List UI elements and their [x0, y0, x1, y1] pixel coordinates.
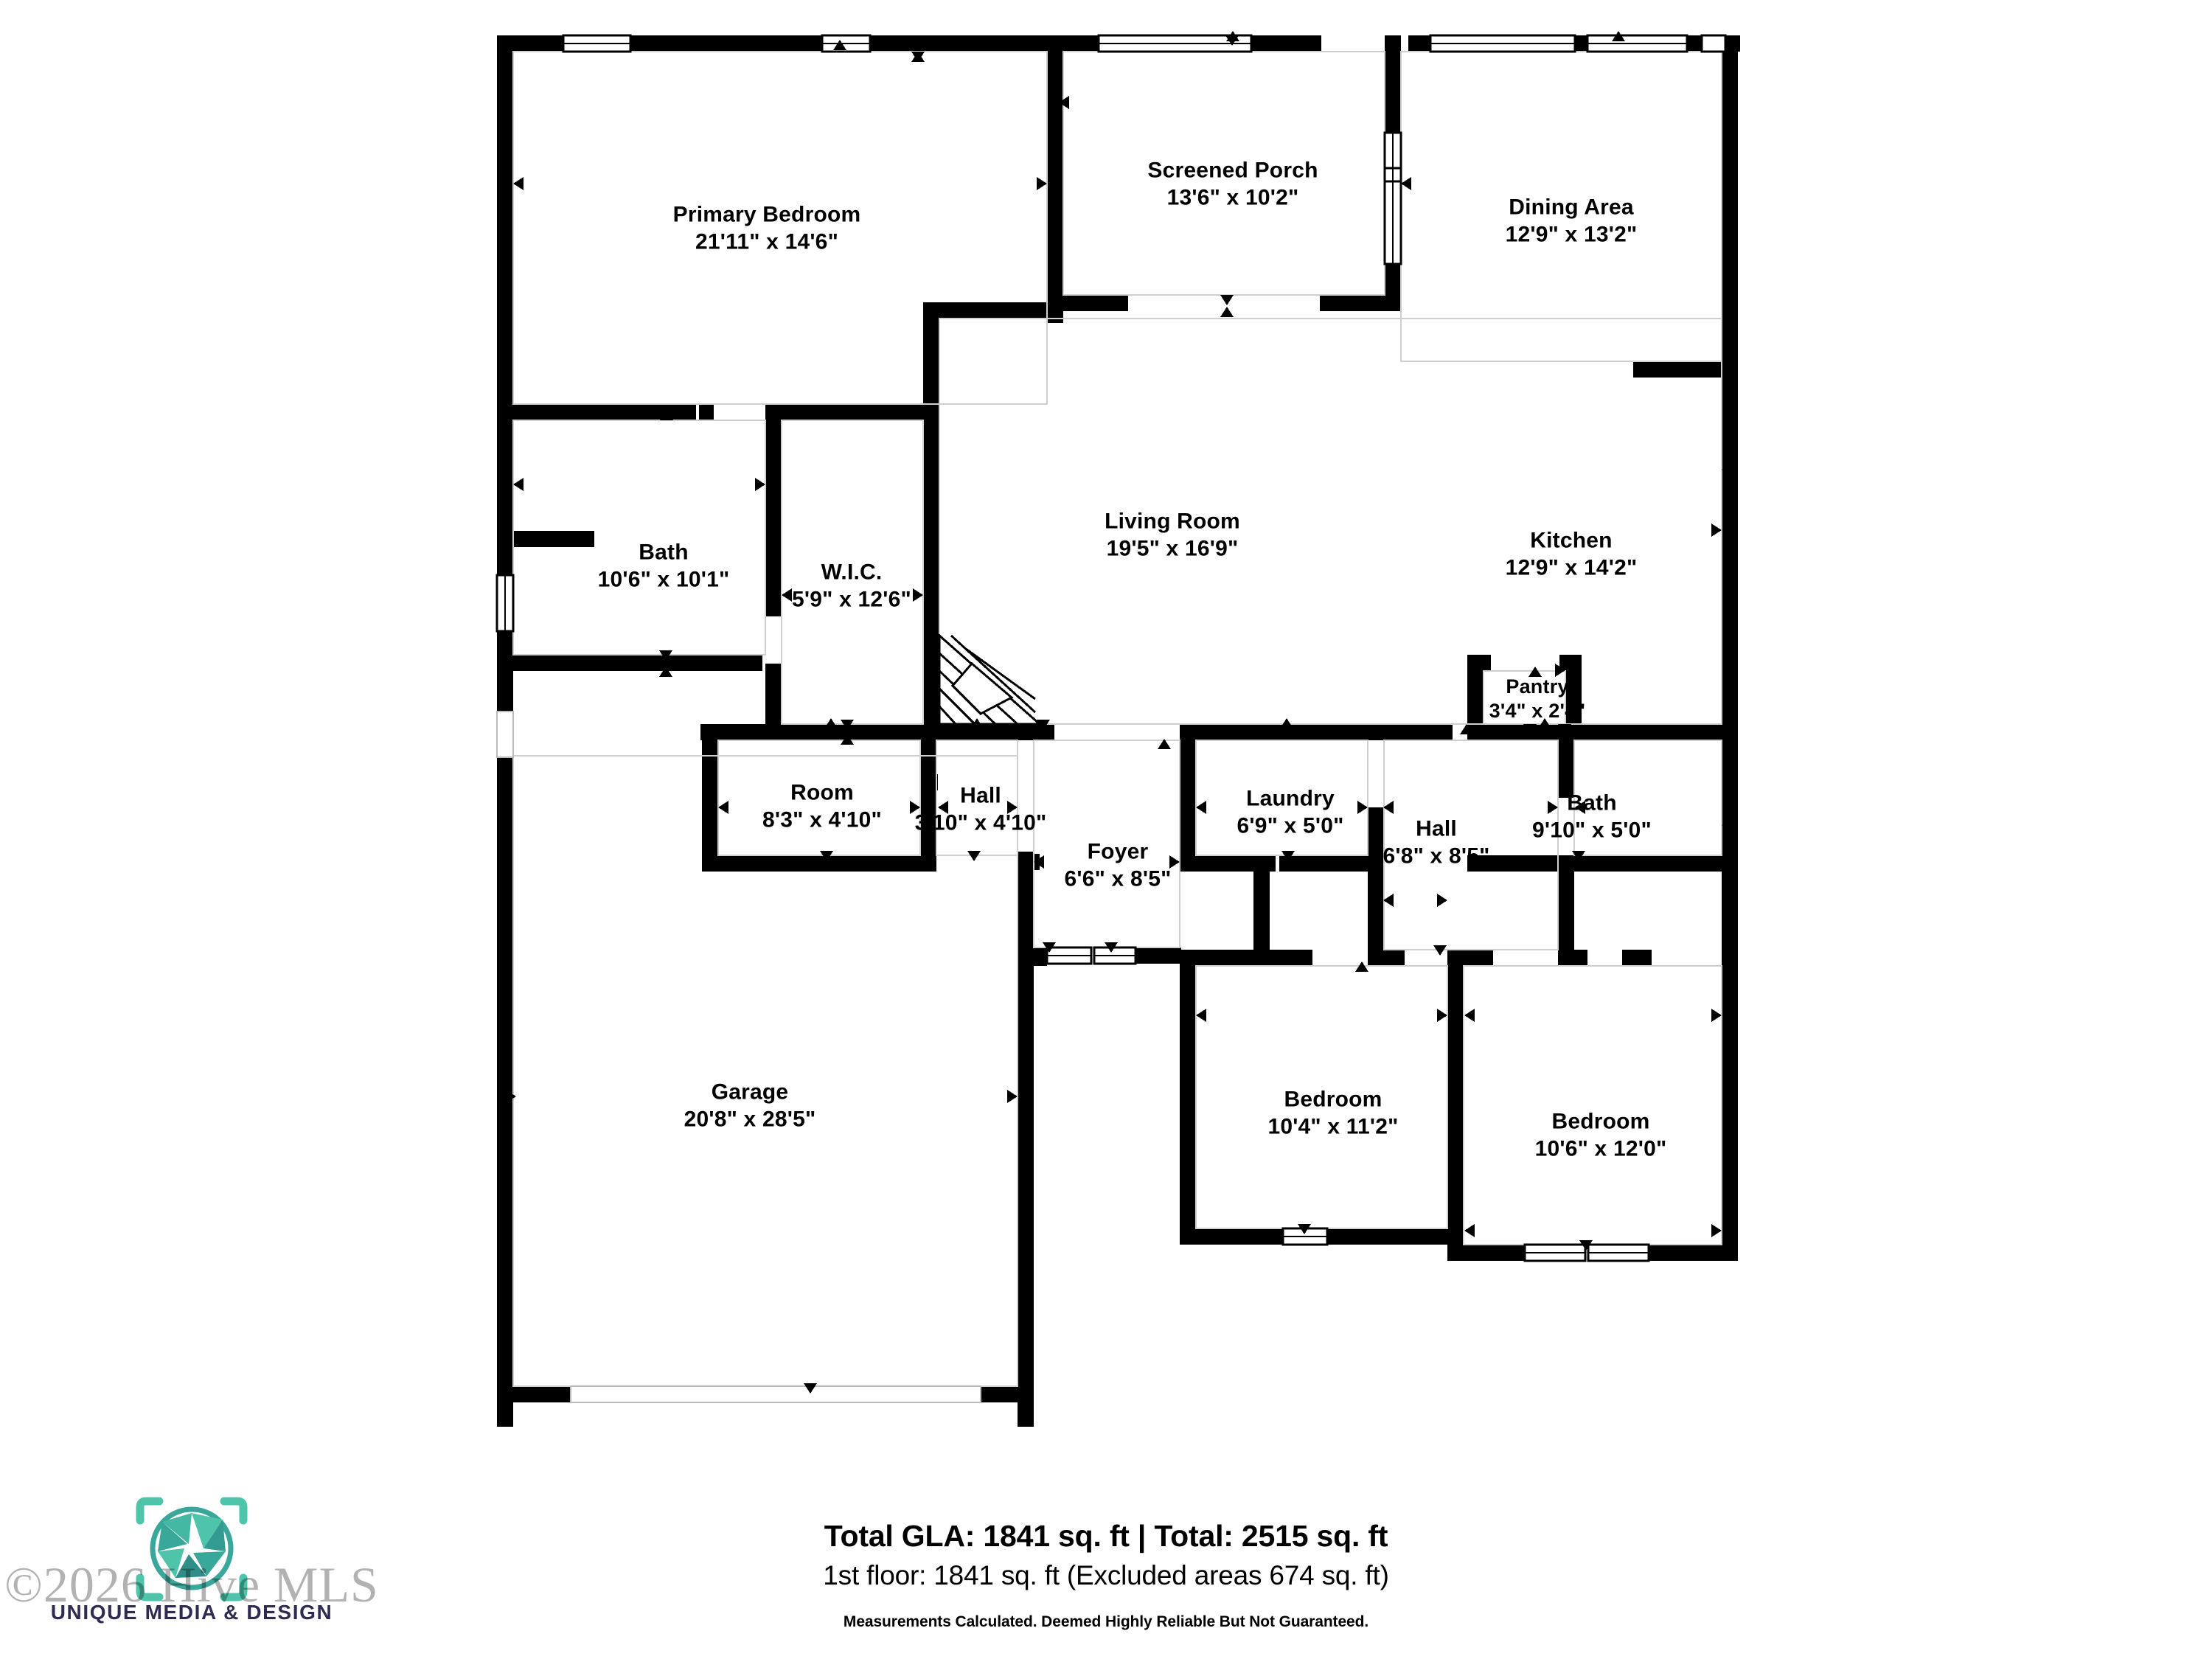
room-name: Garage	[711, 1079, 789, 1105]
room-name: Bath	[1567, 790, 1617, 815]
room-name: Kitchen	[1530, 528, 1613, 553]
total-area-line: Total GLA: 1841 sq. ft | Total: 2515 sq.…	[824, 1519, 1388, 1553]
disclaimer-line: Measurements Calculated. Deemed Highly R…	[843, 1613, 1369, 1630]
room-dimensions: 3'4" x 2'4"	[1489, 700, 1586, 722]
room-dimensions: 6'6" x 8'5"	[1064, 866, 1172, 891]
room-dimensions: 13'6" x 10'2"	[1166, 185, 1299, 209]
room-dimensions: 20'8" x 28'5"	[684, 1107, 816, 1131]
windows-group	[495, 34, 1727, 1403]
room-name: Primary Bedroom	[672, 202, 861, 227]
room-dimensions: 19'5" x 16'9"	[1106, 536, 1239, 560]
room-dimensions: 12'9" x 14'2"	[1505, 555, 1638, 580]
room-dimensions: 9'10" x 5'0"	[1532, 818, 1652, 842]
brand-logo: UNIQUE MEDIA & DESIGN	[29, 1495, 354, 1643]
room-dimensions: 6'8" x 8'5"	[1382, 844, 1490, 868]
room-dimensions: 21'11" x 14'6"	[695, 229, 838, 254]
room-name: Room	[790, 780, 854, 805]
room-name: Living Room	[1105, 509, 1240, 534]
room-dimensions: 5'9" x 12'6"	[792, 587, 911, 611]
room-name: Hall	[960, 783, 1001, 808]
room-name: Bedroom	[1284, 1087, 1382, 1112]
footer-block: Total GLA: 1841 sq. ft | Total: 2515 sq.…	[0, 1519, 2212, 1631]
room-dimensions: 6'9" x 5'0"	[1237, 813, 1344, 838]
room-label-bath-hall: Bath 9'10" x 5'0"	[1532, 790, 1652, 844]
floor-breakdown-line: 1st floor: 1841 sq. ft (Excluded areas 6…	[823, 1560, 1389, 1590]
room-name: Dining Area	[1509, 195, 1634, 220]
brand-name: UNIQUE MEDIA & DESIGN	[50, 1601, 333, 1624]
room-label-hall-rear: Hall 6'8" x 8'5"	[1382, 815, 1489, 869]
room-name: Pantry	[1506, 675, 1569, 698]
mls-watermark: ©2026 Hive MLS	[4, 1557, 379, 1613]
room-name: Laundry	[1246, 786, 1335, 811]
room-name: Screened Porch	[1147, 158, 1318, 183]
room-dimensions: 10'4" x 11'2"	[1267, 1114, 1399, 1138]
room-label-wic: W.I.C.5'9" x 12'6"	[792, 559, 911, 613]
room-dimensions: 3'10" x 4'10"	[914, 810, 1047, 835]
room-name: Hall	[1416, 816, 1457, 841]
room-dimensions: 10'6" x 10'1"	[597, 567, 730, 591]
door-markers	[506, 31, 1732, 1394]
room-name: W.I.C.	[821, 560, 883, 585]
room-dimensions: 12'9" x 13'2"	[1505, 222, 1638, 246]
aperture-icon	[136, 1497, 248, 1601]
room-dimensions: 10'6" x 12'0"	[1534, 1136, 1667, 1161]
room-name: Bath	[639, 540, 689, 565]
stairs	[938, 633, 1043, 726]
room-dimensions: 8'3" x 4'10"	[762, 807, 882, 832]
room-name: Bedroom	[1551, 1109, 1650, 1134]
room-name: Foyer	[1087, 839, 1149, 864]
